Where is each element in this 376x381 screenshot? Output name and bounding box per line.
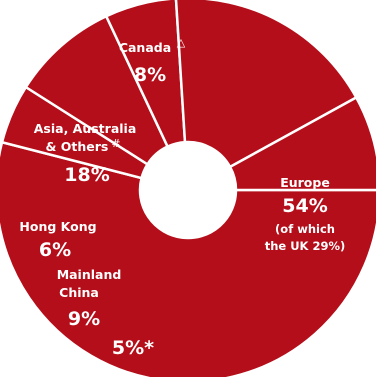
- hash-marker: #: [111, 137, 120, 150]
- donut-hole: [140, 142, 236, 238]
- slice-label-asia-2: & Others#: [45, 137, 120, 154]
- slice-note-europe-2: the UK 29%): [265, 239, 346, 253]
- triangle-marker-icon: △: [177, 36, 186, 49]
- slice-label-europe: Europe: [280, 175, 330, 190]
- slice-label-hong-kong: Hong Kong: [19, 219, 96, 234]
- slice-value-europe: 54%: [282, 195, 327, 217]
- labels-layer: Europe 54% (of which the UK 29%) 5%* Mai…: [19, 36, 345, 359]
- slice-label-canada: Canada: [119, 40, 171, 55]
- slice-label-mainland-china-1: Mainland: [57, 267, 122, 282]
- slice-value-unlabeled: 5%*: [112, 337, 154, 359]
- slice-value-canada: 8%: [134, 64, 166, 86]
- slice-label-asia-1: Asia, Australia: [34, 121, 137, 136]
- slice-label-mainland-china-2: China: [59, 285, 99, 300]
- slice-value-asia: 18%: [64, 164, 109, 186]
- slice-value-hong-kong: 6%: [39, 239, 71, 261]
- slice-note-europe-1: (of which: [275, 222, 335, 236]
- slice-label-asia-2-text: & Others: [45, 139, 108, 154]
- slice-value-mainland-china: 9%: [68, 308, 100, 330]
